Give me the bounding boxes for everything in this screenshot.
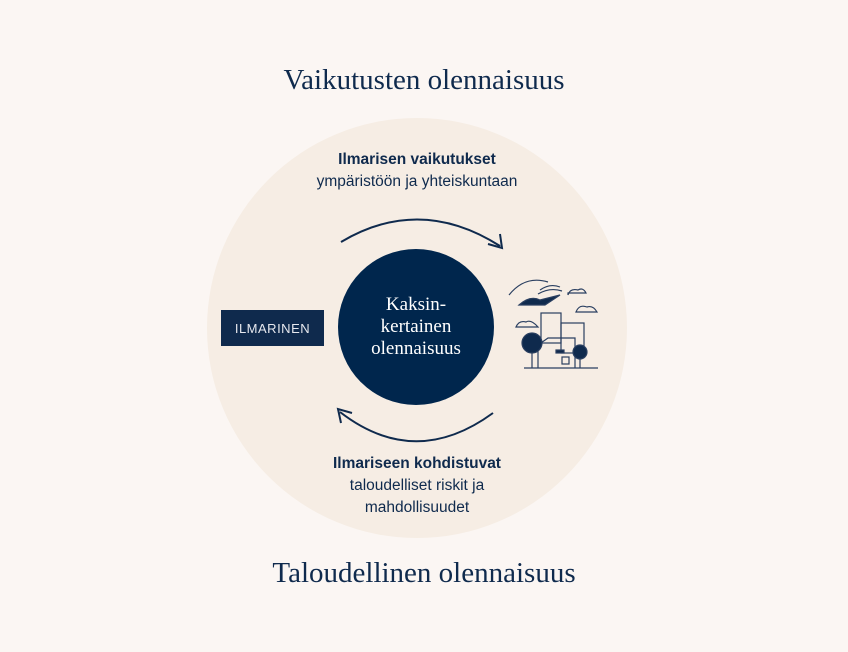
top-label-text: ympäristöön ja yhteiskuntaan	[316, 173, 518, 190]
top-title: Vaikutusten olennaisuus	[283, 64, 565, 96]
bottom-title: Taloudellinen olennaisuus	[272, 557, 576, 589]
town-illustration-icon	[508, 279, 599, 369]
bottom-label-line1: taloudelliset riskit ja	[349, 477, 485, 494]
bottom-arrowhead	[336, 407, 353, 424]
top-arrow	[340, 218, 501, 247]
top-label: Ilmarisen vaikutukset ympäristöön ja yht…	[217, 149, 617, 193]
center-line3: olennaisuus	[371, 338, 461, 359]
bottom-label-bold: Ilmariseen kohdistuvat	[333, 455, 501, 472]
center-circle: Kaksin- kertainen olennaisuus	[338, 249, 494, 405]
bottom-label-line2: mahdollisuudet	[364, 499, 470, 516]
top-label-bold: Ilmarisen vaikutukset	[338, 151, 496, 168]
ilmarinen-logo: ILMARINEN	[221, 310, 324, 346]
top-arrowhead	[487, 233, 504, 250]
bottom-arrow	[339, 411, 494, 443]
bottom-label: Ilmariseen kohdistuvat taloudelliset ris…	[217, 453, 617, 519]
center-line1: Kaksin-	[385, 294, 447, 315]
center-line2: kertainen	[380, 316, 452, 337]
